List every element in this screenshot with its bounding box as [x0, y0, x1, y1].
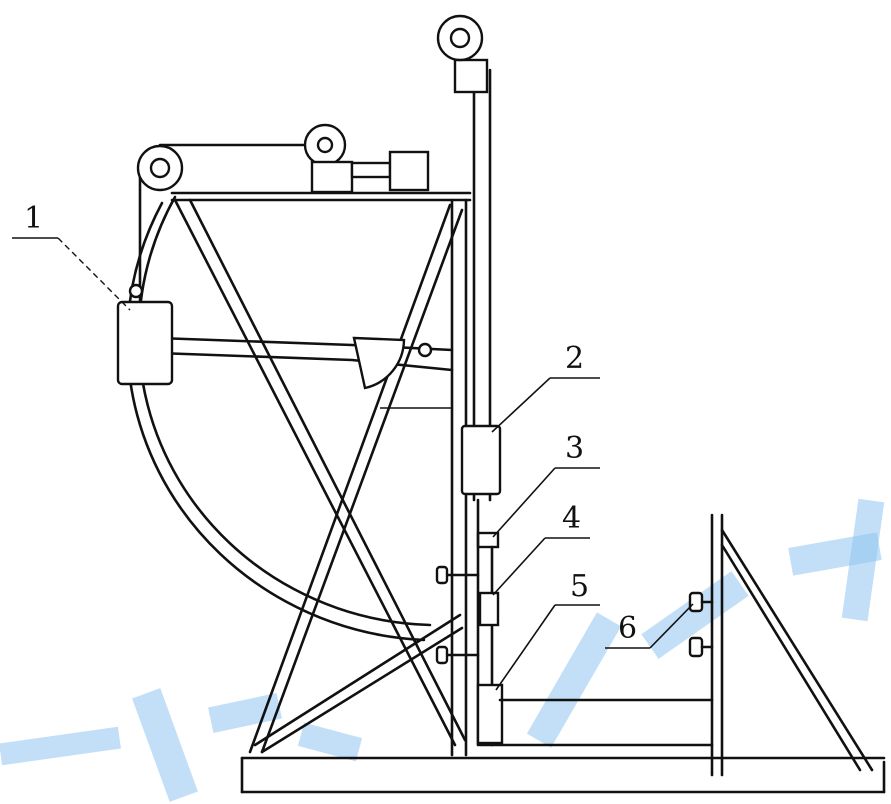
base-platform — [240, 756, 886, 794]
right-stand — [478, 513, 874, 777]
swing-arm — [128, 335, 454, 409]
part-1-block — [116, 283, 174, 386]
callout-5: 5 — [570, 569, 589, 604]
callout-2: 2 — [565, 341, 584, 376]
knobs — [435, 565, 480, 665]
drum-wheel — [126, 143, 432, 642]
callout-4: 4 — [562, 501, 581, 536]
callout-labels: 1 2 3 4 5 6 — [24, 201, 637, 646]
pulley-motor — [136, 123, 430, 194]
part-2-clamp — [460, 424, 502, 496]
callout-3: 3 — [565, 431, 584, 466]
leader-lines — [12, 237, 694, 691]
part-5-base — [476, 683, 504, 745]
main-frame — [170, 191, 472, 757]
callout-1: 1 — [24, 201, 43, 236]
part-6-clamps — [688, 591, 714, 658]
callout-6: 6 — [618, 611, 637, 646]
part-4-holder — [478, 591, 500, 627]
